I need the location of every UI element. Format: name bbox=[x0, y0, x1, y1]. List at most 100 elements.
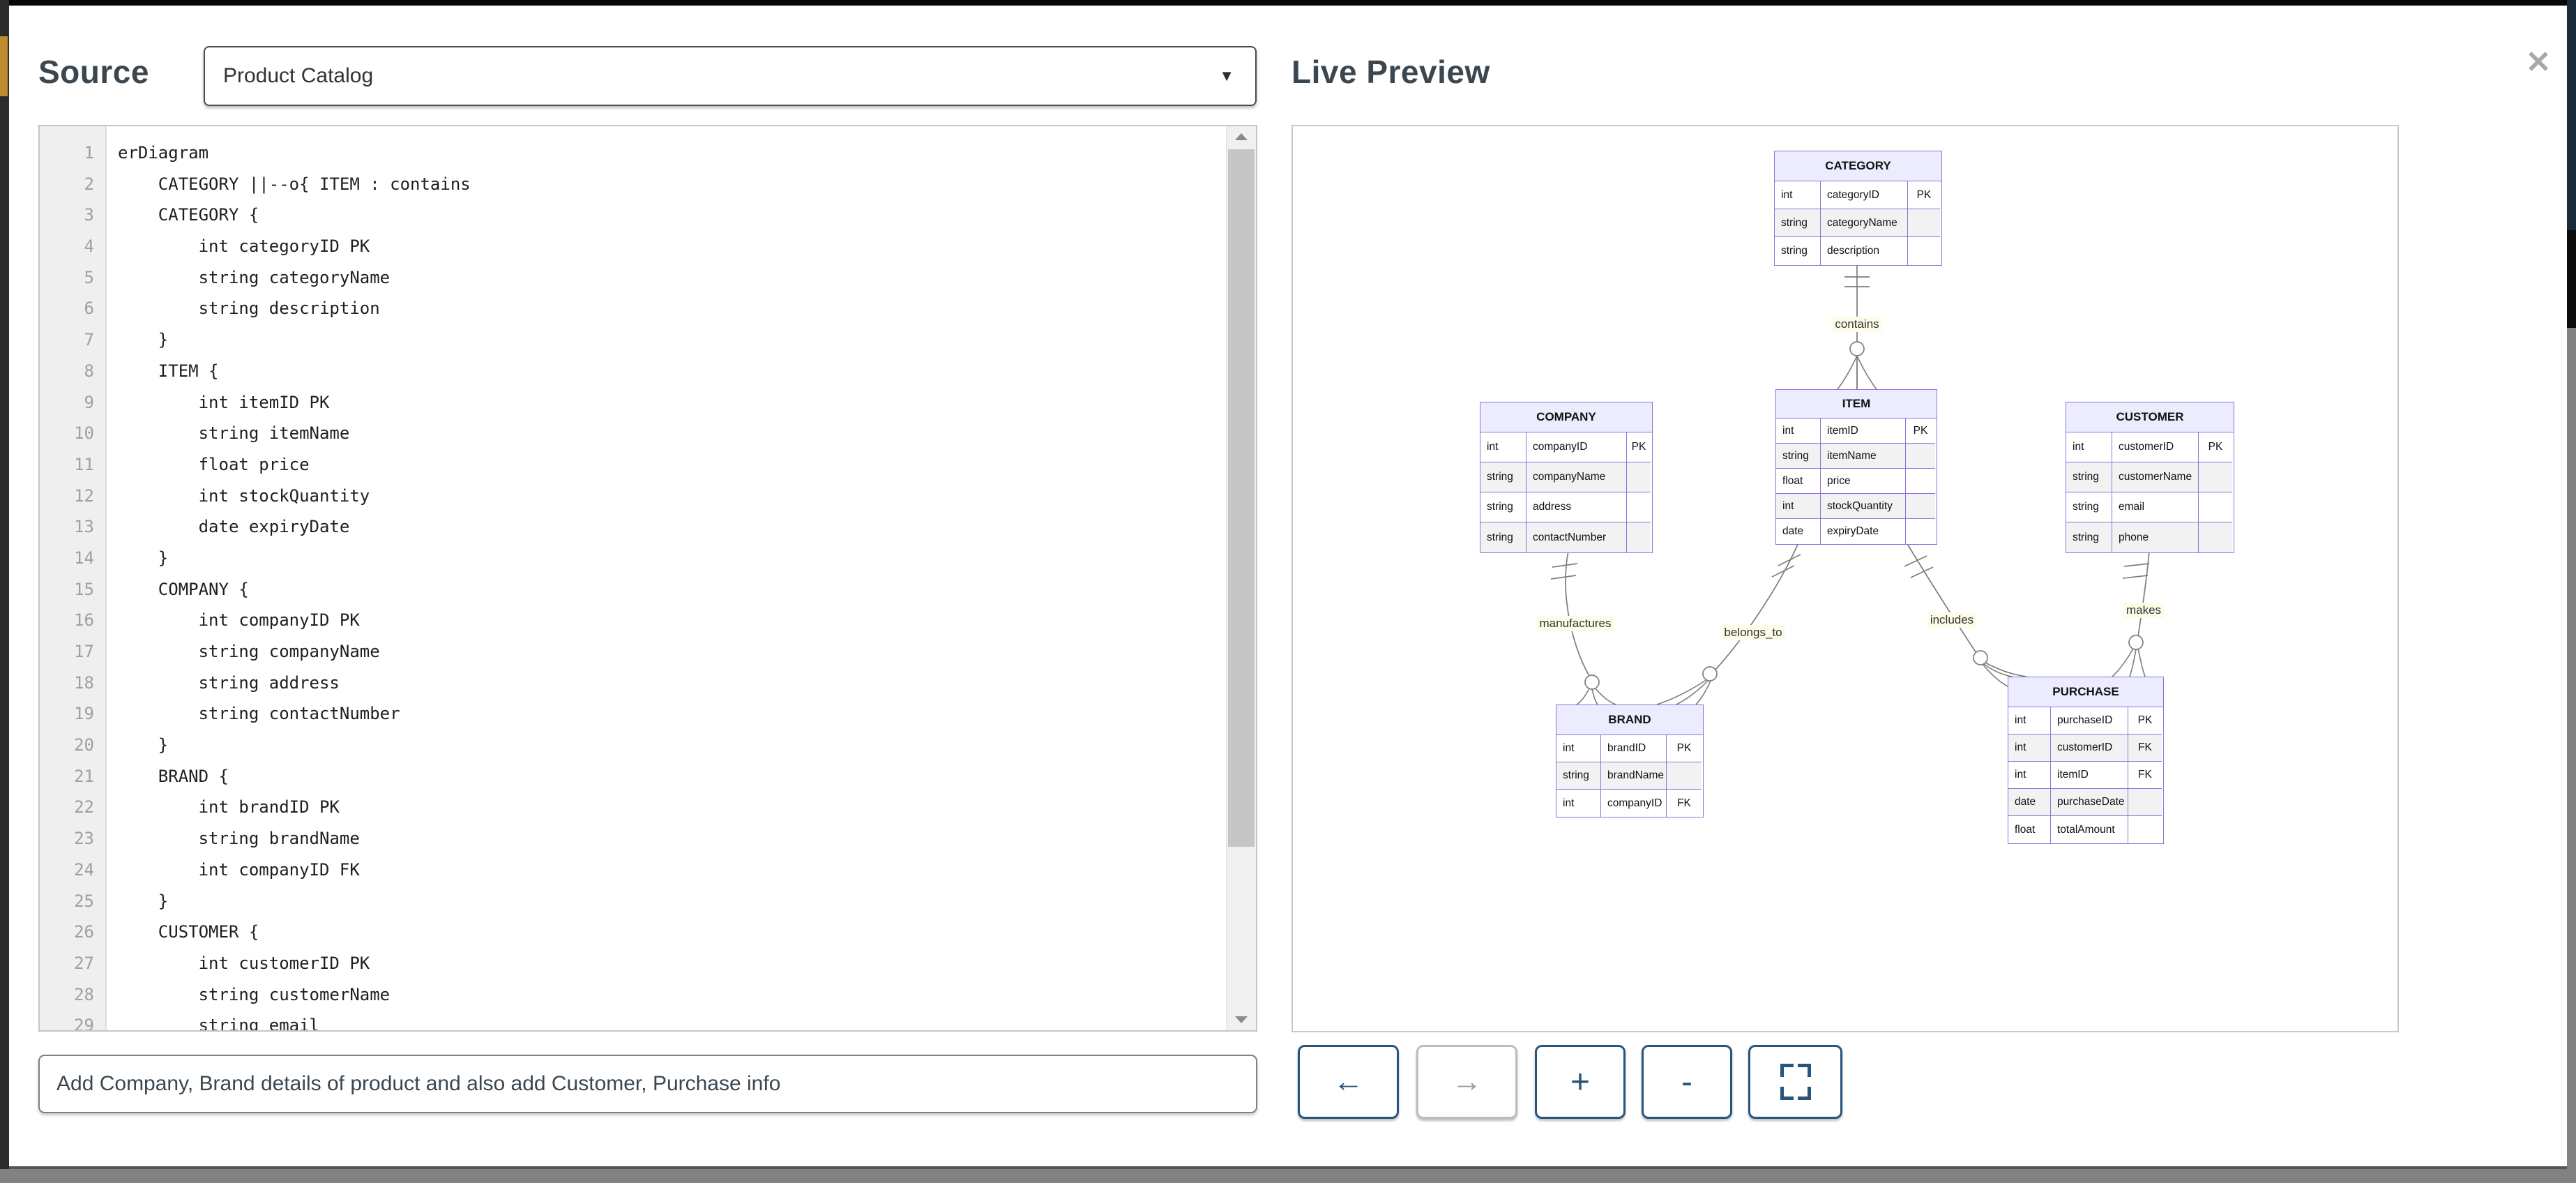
line-number: 12 bbox=[74, 485, 94, 506]
attr-type: int bbox=[1556, 790, 1601, 817]
attr-type: int bbox=[1776, 494, 1821, 519]
attr-name: email bbox=[2112, 492, 2199, 522]
attr-type: string bbox=[1480, 492, 1526, 522]
zoom-in-button[interactable]: + bbox=[1535, 1045, 1626, 1119]
page-edge-accent bbox=[0, 36, 8, 96]
code-line: int companyID PK bbox=[118, 610, 360, 631]
attr-name: companyID bbox=[1526, 432, 1627, 462]
entity-name: BRAND bbox=[1556, 705, 1703, 735]
scroll-up-icon[interactable] bbox=[1227, 126, 1256, 147]
code-line: int itemID PK bbox=[118, 392, 330, 412]
code-line: int categoryID PK bbox=[118, 236, 370, 257]
scrollbar-thumb[interactable] bbox=[1228, 149, 1255, 847]
attr-type: int bbox=[2008, 734, 2051, 762]
code-line: string address bbox=[118, 672, 340, 693]
attr-type: int bbox=[2008, 707, 2051, 734]
line-number: 4 bbox=[84, 236, 94, 257]
undo-button[interactable]: ← bbox=[1298, 1045, 1399, 1119]
diagram-select-dropdown[interactable]: Product Catalog ▼ bbox=[204, 46, 1257, 106]
attr-type: int bbox=[1776, 419, 1821, 444]
line-number: 27 bbox=[74, 953, 94, 973]
attr-key: PK bbox=[1627, 432, 1651, 462]
page-edge-top bbox=[0, 0, 2576, 6]
attr-key: PK bbox=[1908, 181, 1940, 209]
attr-type: string bbox=[2066, 492, 2112, 522]
code-line: ITEM { bbox=[118, 361, 219, 381]
attr-key bbox=[2199, 522, 2232, 552]
attr-key: PK bbox=[1667, 735, 1702, 762]
attr-name: totalAmount bbox=[2051, 816, 2128, 843]
entity-name: PURCHASE bbox=[2008, 677, 2163, 707]
line-number: 14 bbox=[74, 548, 94, 568]
code-line: } bbox=[118, 548, 169, 568]
dropdown-selected-value: Product Catalog bbox=[223, 64, 374, 87]
code-text-area[interactable]: erDiagram CATEGORY ||--o{ ITEM : contain… bbox=[107, 126, 1226, 1030]
code-line: float price bbox=[118, 454, 310, 474]
attr-key: PK bbox=[2199, 432, 2232, 462]
attr-type: string bbox=[1480, 522, 1526, 552]
code-line: string categoryName bbox=[118, 267, 391, 287]
redo-button[interactable]: → bbox=[1416, 1045, 1517, 1119]
fullscreen-button[interactable] bbox=[1748, 1045, 1842, 1119]
line-number: 10 bbox=[74, 423, 94, 444]
attr-type: string bbox=[1776, 444, 1821, 469]
attr-name: companyName bbox=[1526, 462, 1627, 492]
code-line: int customerID PK bbox=[118, 953, 370, 973]
attr-name: itemName bbox=[1821, 444, 1906, 469]
code-line: int companyID FK bbox=[118, 859, 360, 880]
attr-key bbox=[1908, 237, 1940, 265]
attr-name: phone bbox=[2112, 522, 2199, 552]
attr-name: price bbox=[1821, 469, 1906, 494]
attr-type: string bbox=[2066, 522, 2112, 552]
attr-key bbox=[1627, 522, 1651, 552]
prompt-input[interactable] bbox=[38, 1055, 1257, 1113]
code-line: COMPANY { bbox=[118, 579, 249, 599]
attr-type: int bbox=[2008, 762, 2051, 789]
attr-type: int bbox=[1556, 735, 1601, 762]
attr-key bbox=[2128, 789, 2162, 816]
line-number: 8 bbox=[84, 361, 94, 381]
attr-key bbox=[1906, 494, 1935, 519]
line-number: 25 bbox=[74, 891, 94, 911]
attr-type: float bbox=[1776, 469, 1821, 494]
attr-key bbox=[1908, 209, 1940, 237]
attr-key: FK bbox=[1667, 790, 1702, 817]
attr-name: brandID bbox=[1601, 735, 1667, 762]
forward-arrow-icon: → bbox=[1451, 1064, 1483, 1099]
code-line: CATEGORY ||--o{ ITEM : contains bbox=[118, 174, 471, 194]
attr-name: stockQuantity bbox=[1821, 494, 1906, 519]
attr-type: int bbox=[1775, 181, 1821, 209]
line-number: 21 bbox=[74, 766, 94, 786]
line-number: 18 bbox=[74, 672, 94, 693]
entity-name: COMPANY bbox=[1480, 402, 1652, 432]
relationship-label: manufactures bbox=[1536, 616, 1614, 631]
attr-key: FK bbox=[2128, 734, 2162, 762]
line-number: 26 bbox=[74, 922, 94, 942]
zoom-out-button[interactable]: - bbox=[1642, 1045, 1732, 1119]
close-icon[interactable]: ✕ bbox=[2525, 45, 2552, 80]
attr-type: float bbox=[2008, 816, 2051, 843]
plus-icon: + bbox=[1570, 1063, 1591, 1101]
modal-bottom-border bbox=[9, 1166, 2567, 1169]
code-line: string customerName bbox=[118, 984, 391, 1004]
minus-icon: - bbox=[1681, 1063, 1692, 1101]
attr-name: customerName bbox=[2112, 462, 2199, 492]
attr-key bbox=[1627, 462, 1651, 492]
code-line: string email bbox=[118, 1016, 319, 1030]
scroll-down-icon[interactable] bbox=[1227, 1009, 1256, 1030]
relationship-lines bbox=[1550, 264, 2150, 705]
attr-name: description bbox=[1821, 237, 1908, 265]
page-edge-left bbox=[0, 0, 9, 1183]
attr-key bbox=[1627, 492, 1651, 522]
line-number: 23 bbox=[74, 829, 94, 849]
attr-type: int bbox=[2066, 432, 2112, 462]
code-line: } bbox=[118, 735, 169, 755]
editor-scrollbar[interactable] bbox=[1226, 126, 1256, 1030]
attr-name: customerID bbox=[2112, 432, 2199, 462]
code-line: string description bbox=[118, 299, 380, 319]
